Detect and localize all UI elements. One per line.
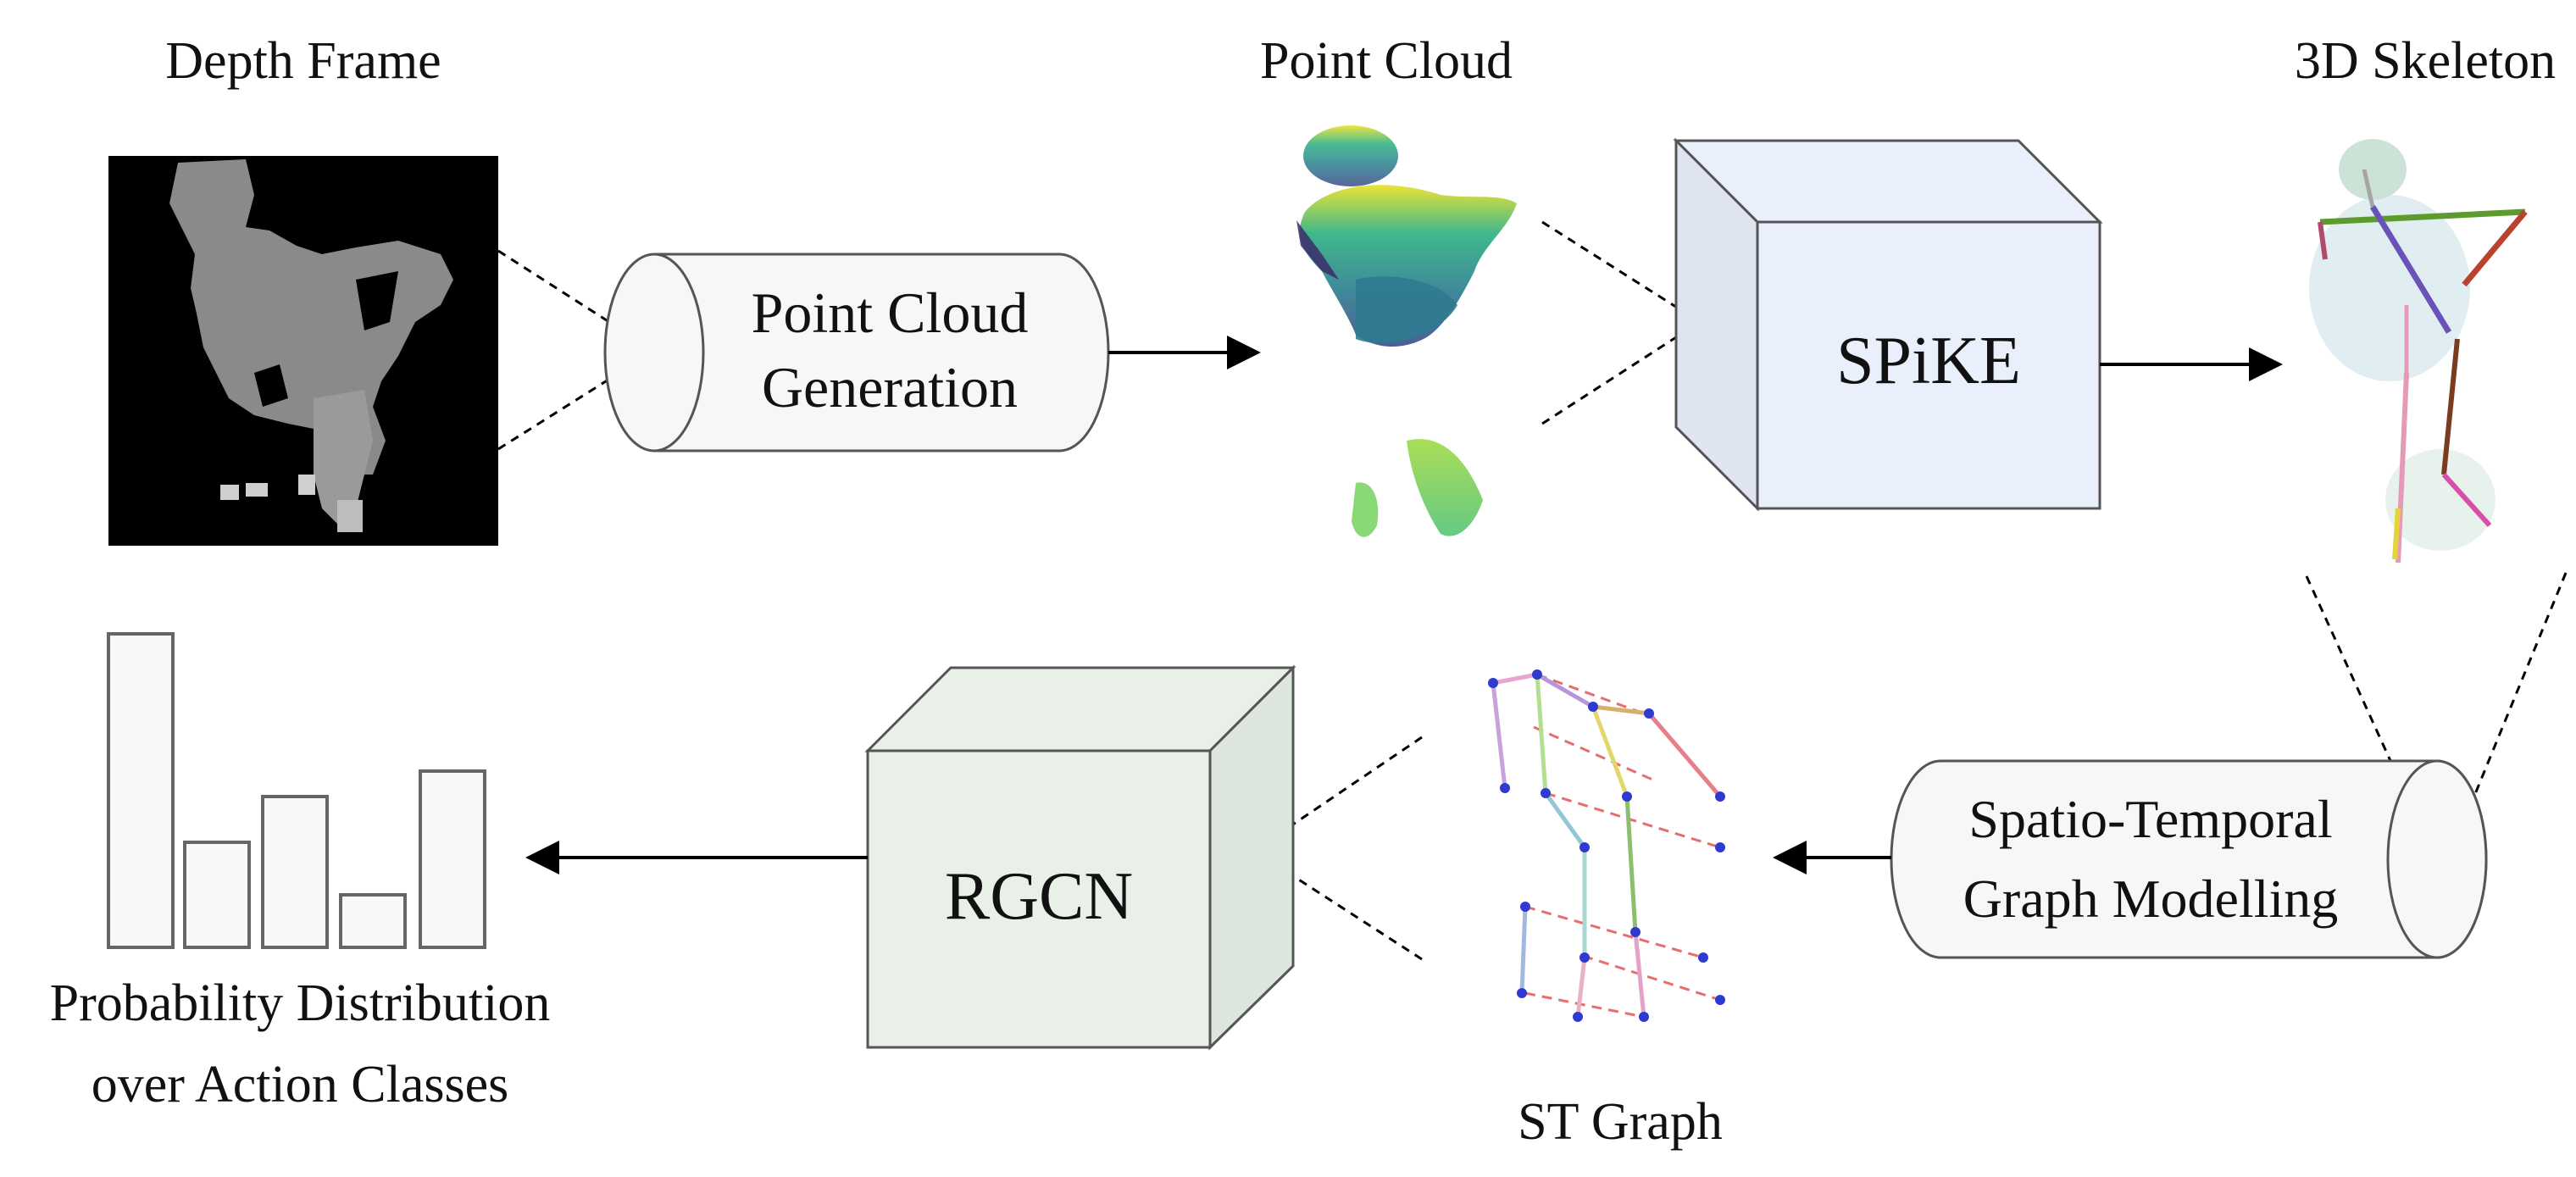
st-graph-label: ST Graph <box>1518 1093 1723 1151</box>
connector-dash <box>1541 320 1701 425</box>
connector-dash <box>1541 220 1701 324</box>
probability-bar <box>419 769 486 949</box>
spike-module: SPiKE <box>1673 137 2103 512</box>
st-graph-modelling-module: Spatio-Temporal Graph Modelling <box>1890 759 2488 959</box>
point-cloud-label: Point Cloud <box>1260 32 1513 90</box>
probability-bar <box>183 841 251 949</box>
depth-frame-label: Depth Frame <box>165 32 441 90</box>
point-cloud-generation-line2: Generation <box>762 355 1018 419</box>
st-graph-image <box>1488 669 1725 1022</box>
st-graph-modelling-line1: Spatio-Temporal <box>1968 789 2332 849</box>
point-cloud-generation-line1: Point Cloud <box>752 280 1029 345</box>
probability-bar <box>339 893 407 949</box>
point-cloud-image <box>1296 125 1517 537</box>
skeleton-image <box>2309 139 2528 564</box>
rgcn-module: RGCN <box>864 664 1296 1051</box>
probability-bar <box>107 632 175 949</box>
depth-frame-image <box>108 156 498 546</box>
spike-label: SPiKE <box>1836 324 2021 398</box>
probability-label-line2: over Action Classes <box>92 1056 509 1113</box>
connector-dash <box>1253 849 1423 961</box>
point-cloud-generation-module: Point Cloud Generation <box>603 253 1110 452</box>
probability-bar-chart <box>107 632 486 949</box>
probability-bar <box>261 795 329 949</box>
rgcn-label: RGCN <box>945 859 1133 934</box>
probability-label-line1: Probability Distribution <box>50 974 551 1032</box>
st-graph-modelling-line2: Graph Modelling <box>1963 869 2339 929</box>
skeleton-label: 3D Skeleton <box>2295 32 2556 90</box>
